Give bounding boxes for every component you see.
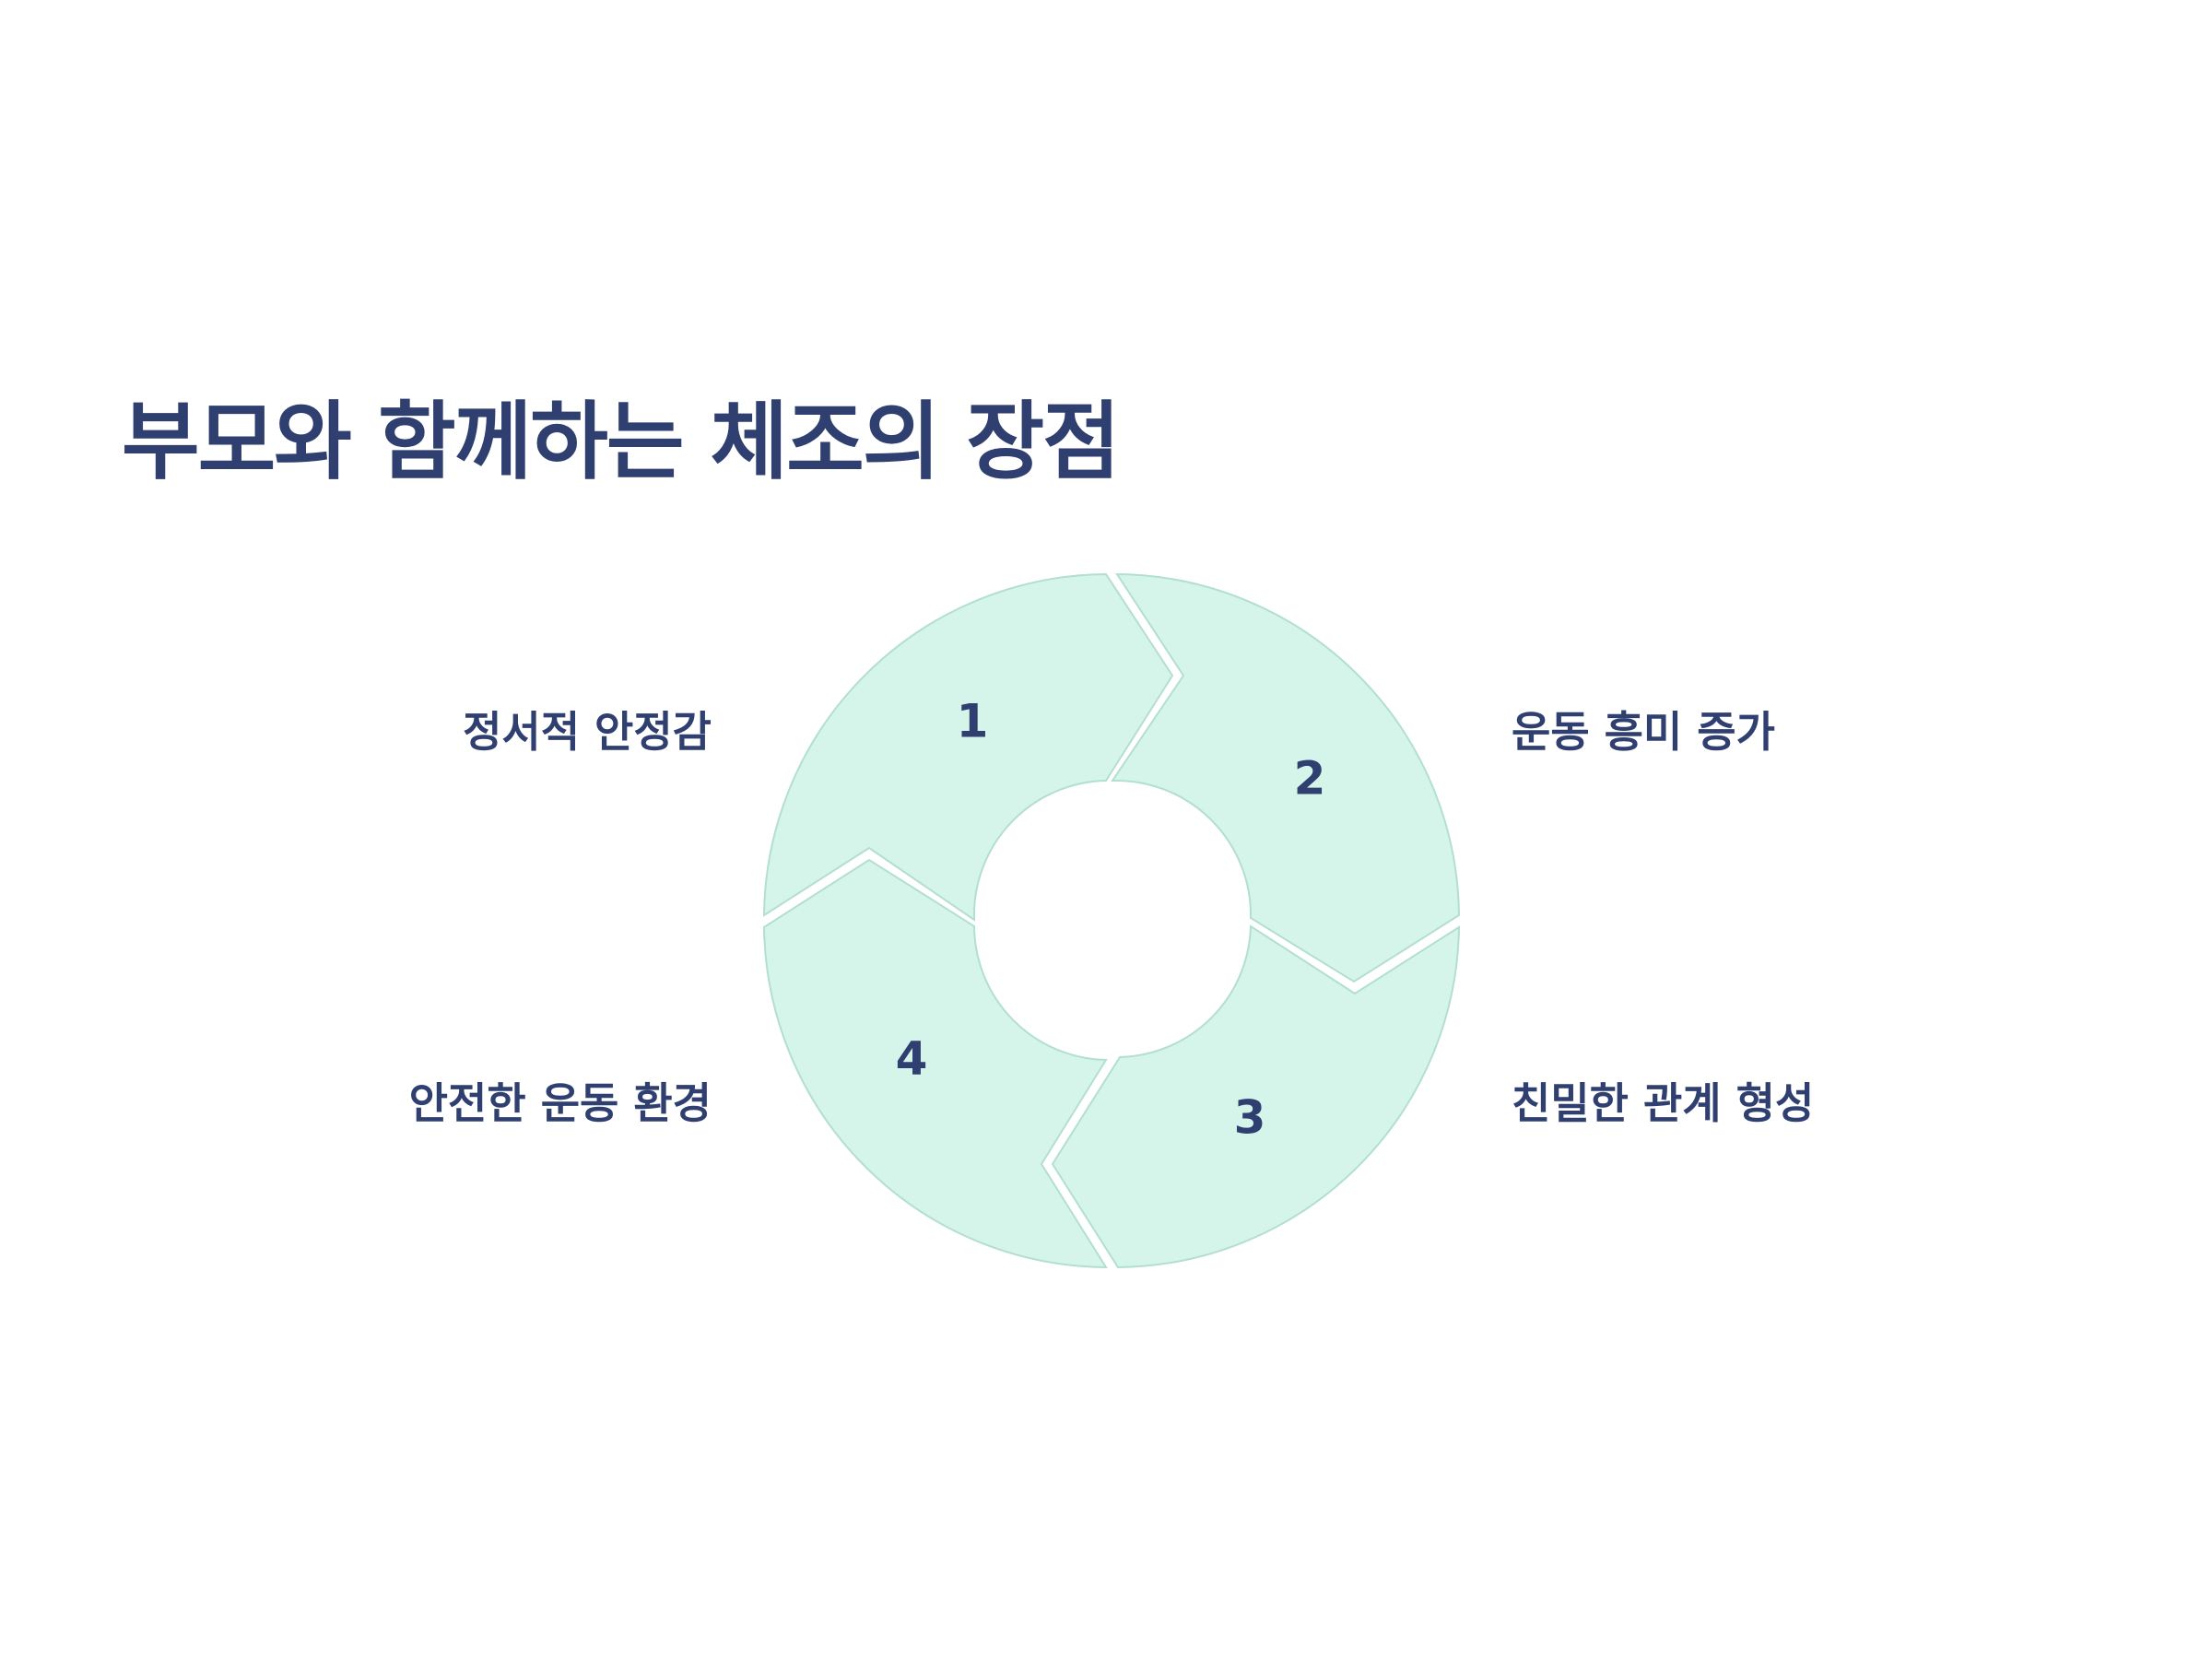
cycle-segment-4 xyxy=(762,858,1108,1269)
cycle-segment-3 xyxy=(1051,924,1461,1269)
label-segment-2: 운동 흥미 증가 xyxy=(1512,707,1775,757)
page-title: 부모와 함께하는 체조의 장점 xyxy=(122,393,1121,491)
label-segment-1: 정서적 안정감 xyxy=(463,707,712,757)
label-segment-3: 친밀한 관계 형성 xyxy=(1512,1078,1815,1128)
label-segment-4: 안전한 운동 환경 xyxy=(408,1078,712,1128)
cycle-segment-1 xyxy=(762,572,1174,922)
cycle-number-4: 4 xyxy=(896,1032,928,1086)
cycle-number-2: 2 xyxy=(1294,752,1326,806)
cycle-number-1: 1 xyxy=(957,695,989,748)
cycle-number-3: 3 xyxy=(1234,1091,1266,1145)
cycle-segment-2 xyxy=(1111,572,1461,983)
